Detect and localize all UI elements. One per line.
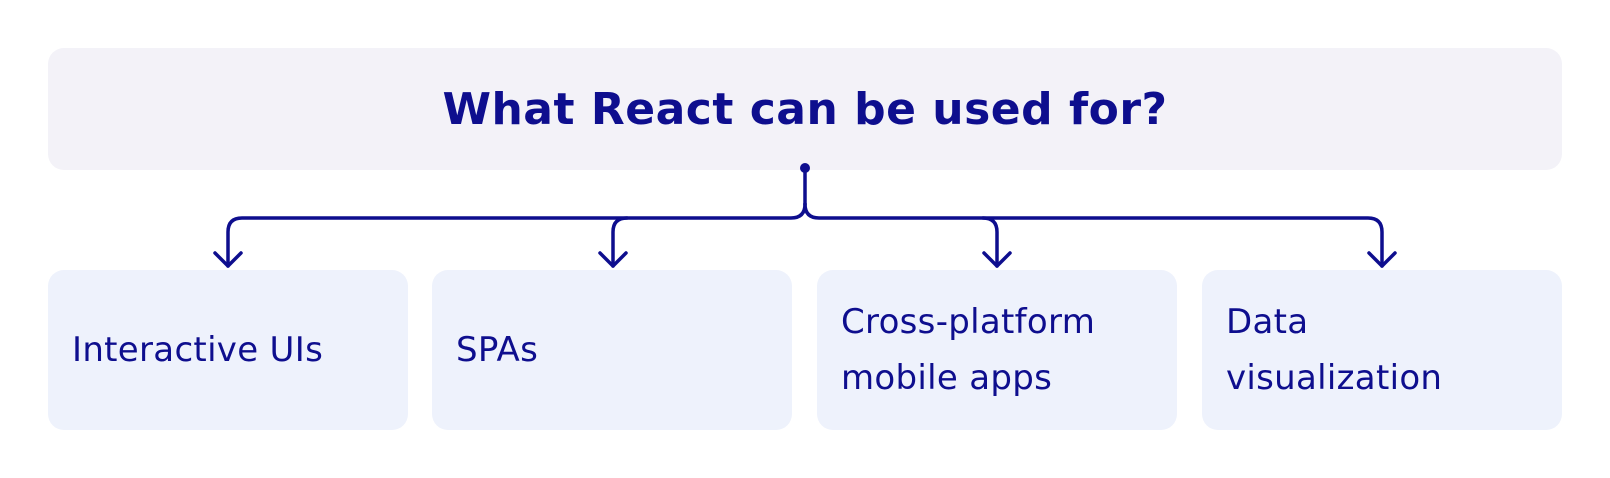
diagram-title: What React can be used for? [442, 83, 1168, 135]
connector-branch-right [803, 202, 1384, 268]
diagram-title-box: What React can be used for? [48, 48, 1562, 170]
card-label: Data visualization [1226, 302, 1443, 398]
arrow-head-icon [982, 251, 1012, 268]
connector-drop-3 [981, 216, 999, 268]
arrow-head-icon [598, 251, 628, 268]
card-interactive-uis: Interactive UIs [48, 270, 408, 430]
connector-drop-2 [611, 216, 629, 268]
card-data-visualization: Data visualization [1202, 270, 1562, 430]
arrow-head-icon [1367, 251, 1397, 268]
connector-branch-left [226, 202, 807, 268]
arrow-head-icon [213, 251, 243, 268]
card-spas: SPAs [432, 270, 792, 430]
card-label: SPAs [456, 330, 539, 370]
card-label: Interactive UIs [72, 330, 324, 370]
card-label: Cross-platform mobile apps [841, 302, 1096, 398]
card-cross-platform-mobile-apps: Cross-platform mobile apps [817, 270, 1177, 430]
